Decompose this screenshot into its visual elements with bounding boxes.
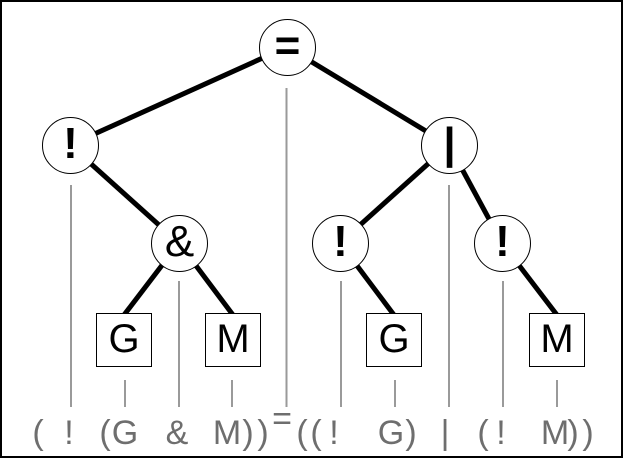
expr-char-2: ( xyxy=(99,414,111,452)
expr-char-3: G xyxy=(111,414,139,452)
expr-char-1: ! xyxy=(64,414,74,452)
expr-char-4: & xyxy=(165,414,189,452)
expr-char-5: M xyxy=(212,414,242,452)
expr-char-14: | xyxy=(440,414,450,452)
tree-edge-eq-or xyxy=(285,44,451,148)
tree-edge-eq-not-left xyxy=(68,44,289,148)
tree-node-g-right: G xyxy=(366,313,422,367)
expr-char-17: M xyxy=(540,414,570,452)
expr-char-8: = xyxy=(272,400,292,438)
tree-node-g-left: G xyxy=(96,313,152,367)
expr-char-0: ( xyxy=(32,414,44,452)
expr-char-11: ! xyxy=(329,414,339,452)
tree-node-m-left: M xyxy=(205,313,261,367)
tree-node-or: | xyxy=(421,117,478,174)
expr-char-19: ) xyxy=(582,414,594,452)
expr-char-9: ( xyxy=(296,414,308,452)
tree-node-m-right: M xyxy=(529,313,585,367)
tree-node-not-left: ! xyxy=(42,117,99,174)
tree-node-and: & xyxy=(151,215,208,272)
tree-node-not-g: ! xyxy=(312,215,369,272)
expr-char-13: ) xyxy=(405,414,417,452)
expr-char-6: ) xyxy=(242,414,254,452)
tree-node-eq: = xyxy=(259,19,316,76)
expr-char-12: G xyxy=(377,414,405,452)
tree-node-not-m: ! xyxy=(474,215,531,272)
expr-char-15: ( xyxy=(477,414,489,452)
expr-char-16: ! xyxy=(496,414,506,452)
expr-char-7: ) xyxy=(257,414,269,452)
expr-char-10: ( xyxy=(310,414,322,452)
expr-char-18: ) xyxy=(567,414,579,452)
